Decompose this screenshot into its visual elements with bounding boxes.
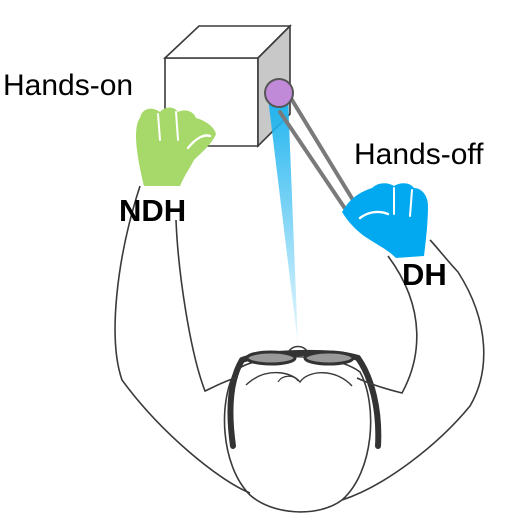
ndh-hand-fist-icon xyxy=(136,107,216,186)
ndh-label: NDH xyxy=(119,193,187,228)
hands-on-label: Hands-on xyxy=(3,69,134,102)
hands-off-label: Hands-off xyxy=(354,138,484,171)
vr-headset-icon xyxy=(227,349,382,449)
pointer-rod xyxy=(278,98,358,212)
dh-hand-fist-icon xyxy=(342,183,428,258)
right-arm xyxy=(341,239,485,501)
head-top-view xyxy=(223,345,372,513)
ray-beam xyxy=(268,98,298,345)
dh-label: DH xyxy=(402,257,447,292)
target-sphere xyxy=(264,78,294,108)
left-arm xyxy=(114,185,251,494)
